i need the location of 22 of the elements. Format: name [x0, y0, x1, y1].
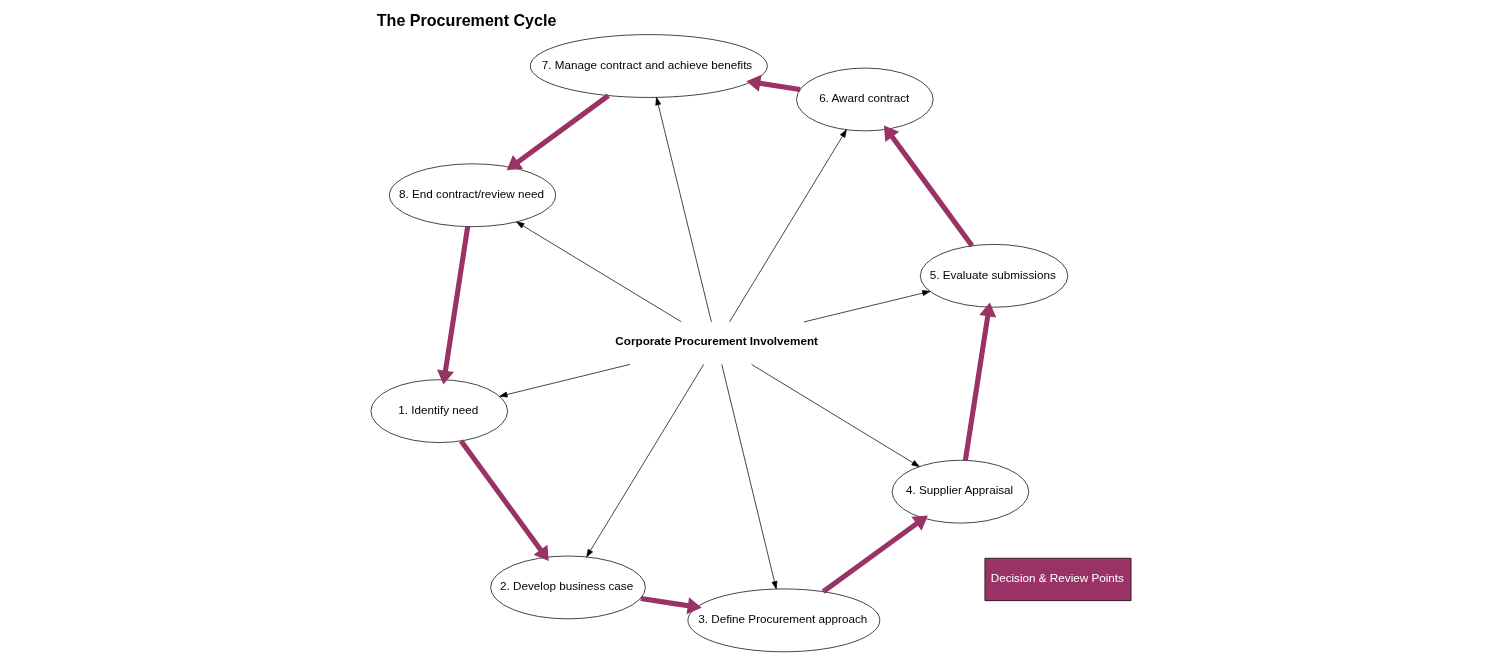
legend-label: Decision & Review Points [990, 571, 1124, 585]
arrow [585, 364, 704, 558]
node-ellipse: 6. Award contract [795, 67, 934, 132]
arrow [458, 439, 549, 562]
arrow [436, 226, 470, 385]
node-ellipse: 7. Manage contract and achieve benefits [529, 34, 768, 98]
node-ellipse: 2. Develop business case [489, 555, 646, 620]
arrow [821, 515, 928, 594]
arrow [639, 596, 702, 615]
arrow [498, 364, 630, 398]
arrow [506, 93, 610, 171]
node-text: Corporate Procurement Involvement [614, 334, 818, 348]
arrow [883, 125, 974, 248]
arrow [745, 74, 800, 92]
arrow [803, 290, 930, 323]
arrow [750, 364, 920, 467]
arrow [728, 129, 847, 323]
arrow [962, 302, 996, 461]
diagram-title: The Procurement Cycle [376, 11, 556, 30]
arrow [515, 221, 682, 323]
arrow [654, 97, 712, 323]
arrow [720, 364, 777, 590]
